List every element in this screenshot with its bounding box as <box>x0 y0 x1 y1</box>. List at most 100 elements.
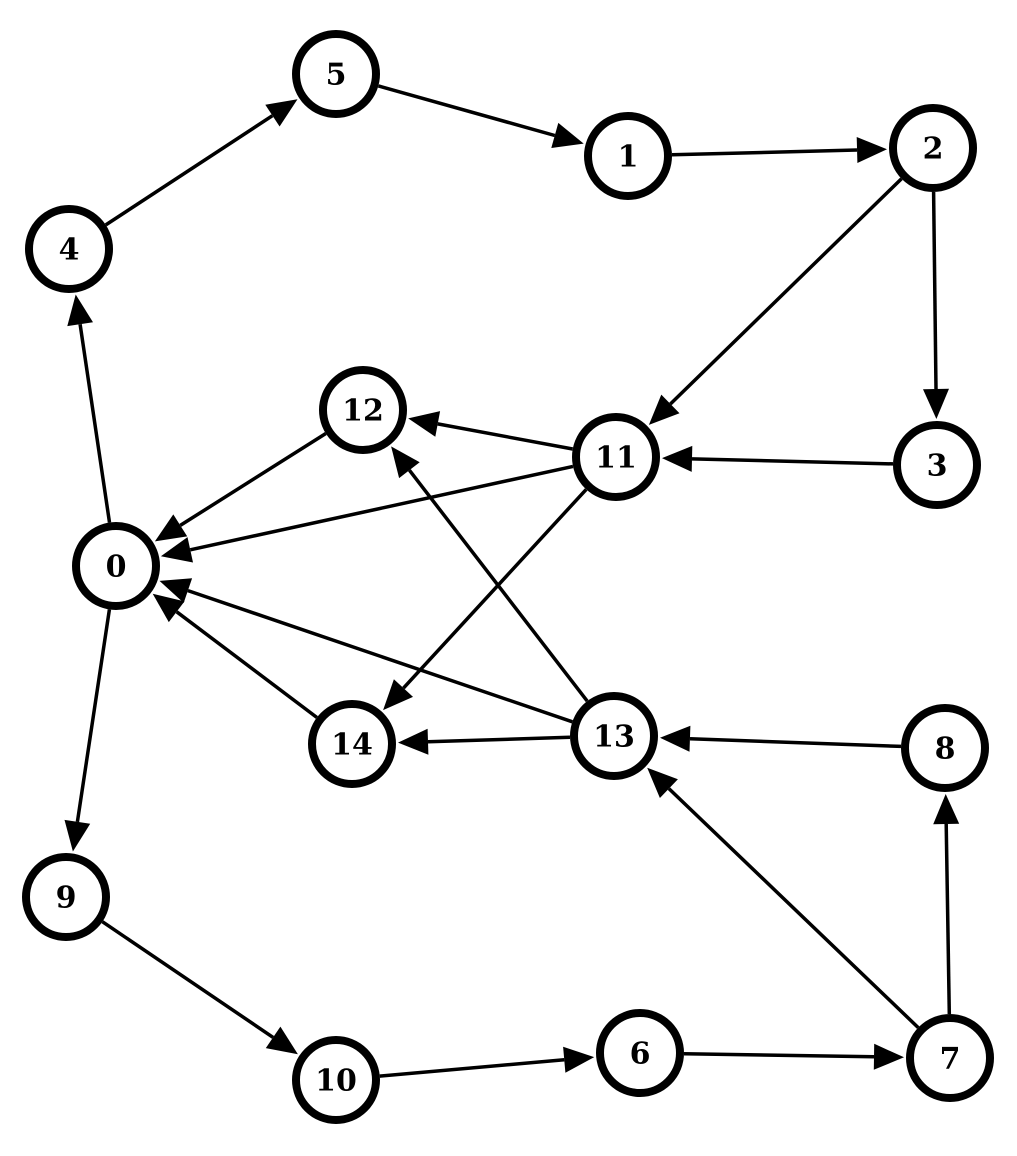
node-label: 10 <box>315 1064 357 1099</box>
edge-line <box>408 469 589 703</box>
edge-line <box>189 464 574 552</box>
edge-line <box>944 823 952 1015</box>
edge-13-to-0 <box>159 578 573 724</box>
edge-line <box>931 191 938 390</box>
node-circle <box>906 1014 994 1102</box>
node-label: 13 <box>593 720 635 755</box>
node-3: 3 <box>893 421 981 509</box>
node-label: 11 <box>595 441 637 476</box>
arrowhead <box>923 388 949 419</box>
node-circle <box>308 700 396 788</box>
edge-14-to-0 <box>152 593 318 719</box>
edge-2-to-11 <box>648 177 903 425</box>
arrowhead <box>67 294 93 327</box>
node-circle <box>596 1009 684 1097</box>
node-circle <box>25 205 113 293</box>
arrowhead <box>563 1046 595 1073</box>
edge-line <box>691 457 894 466</box>
edge-2-to-3 <box>923 191 949 419</box>
node-label: 8 <box>935 732 956 767</box>
node-label: 2 <box>923 132 944 167</box>
node-label: 6 <box>630 1037 651 1072</box>
node-circle <box>292 30 380 118</box>
node-4: 4 <box>25 205 113 293</box>
arrowhead <box>160 537 193 563</box>
arrowhead <box>933 794 960 825</box>
edge-11-to-12 <box>408 411 574 451</box>
edge-line <box>187 588 573 724</box>
node-label: 3 <box>927 449 948 484</box>
node-2: 2 <box>889 104 977 192</box>
arrowhead <box>873 1043 904 1070</box>
node-circle <box>72 522 160 610</box>
edge-11-to-0 <box>160 464 574 563</box>
node-0: 0 <box>72 522 160 610</box>
edge-4-to-5 <box>104 99 298 227</box>
node-circle <box>292 1036 380 1124</box>
edge-12-to-0 <box>154 432 327 542</box>
arrowhead <box>265 1026 298 1055</box>
node-1: 1 <box>584 112 672 200</box>
node-circle <box>570 692 658 780</box>
edge-line <box>427 735 571 744</box>
node-13: 13 <box>570 692 658 780</box>
node-circle <box>584 112 672 200</box>
arrowhead <box>391 446 420 479</box>
node-11: 11 <box>572 413 660 501</box>
node-9: 9 <box>22 853 110 941</box>
arrowhead <box>660 725 691 752</box>
node-label: 0 <box>106 550 127 585</box>
edge-1-to-2 <box>671 137 887 163</box>
node-label: 5 <box>326 58 347 93</box>
node-circle <box>893 421 981 509</box>
node-label: 9 <box>56 881 77 916</box>
node-label: 4 <box>59 233 80 268</box>
node-circle <box>572 413 660 501</box>
node-12: 12 <box>319 366 407 454</box>
node-label: 12 <box>342 394 384 429</box>
arrowhead <box>265 99 298 127</box>
node-14: 14 <box>308 700 396 788</box>
arrowhead <box>398 728 429 755</box>
edge-line <box>377 84 556 138</box>
arrowhead <box>154 514 188 542</box>
edge-line <box>379 1057 565 1078</box>
node-circle <box>901 704 989 792</box>
edge-13-to-12 <box>391 446 589 703</box>
node-6: 6 <box>596 1009 684 1097</box>
edge-3-to-11 <box>662 445 894 472</box>
edge-line <box>671 148 858 157</box>
node-circle <box>889 104 977 192</box>
edge-line <box>669 177 903 406</box>
node-7: 7 <box>906 1014 994 1102</box>
edges-layer <box>64 84 960 1078</box>
edge-6-to-7 <box>683 1043 904 1070</box>
edge-10-to-6 <box>379 1046 595 1078</box>
node-circle <box>22 853 110 941</box>
edge-line <box>689 737 902 749</box>
arrowhead <box>408 411 441 437</box>
edge-5-to-1 <box>377 84 584 148</box>
edge-line <box>104 114 274 227</box>
edge-9-to-10 <box>101 920 298 1055</box>
arrowhead <box>152 593 185 623</box>
arrowhead <box>648 394 680 425</box>
node-10: 10 <box>292 1036 380 1124</box>
arrowhead <box>551 122 584 148</box>
edge-line <box>175 610 318 719</box>
arrowhead <box>662 445 693 472</box>
edge-11-to-14 <box>383 488 588 711</box>
node-circle <box>319 366 407 454</box>
node-8: 8 <box>901 704 989 792</box>
edge-line <box>437 422 574 451</box>
edge-line <box>683 1051 875 1059</box>
edge-8-to-13 <box>660 725 902 752</box>
arrowhead <box>383 679 413 711</box>
arrowhead <box>647 767 678 798</box>
node-5: 5 <box>292 30 380 118</box>
edge-13-to-14 <box>398 728 571 755</box>
edge-line <box>402 488 588 690</box>
node-label: 1 <box>618 140 639 175</box>
node-label: 7 <box>940 1042 961 1077</box>
arrowhead <box>856 137 887 163</box>
